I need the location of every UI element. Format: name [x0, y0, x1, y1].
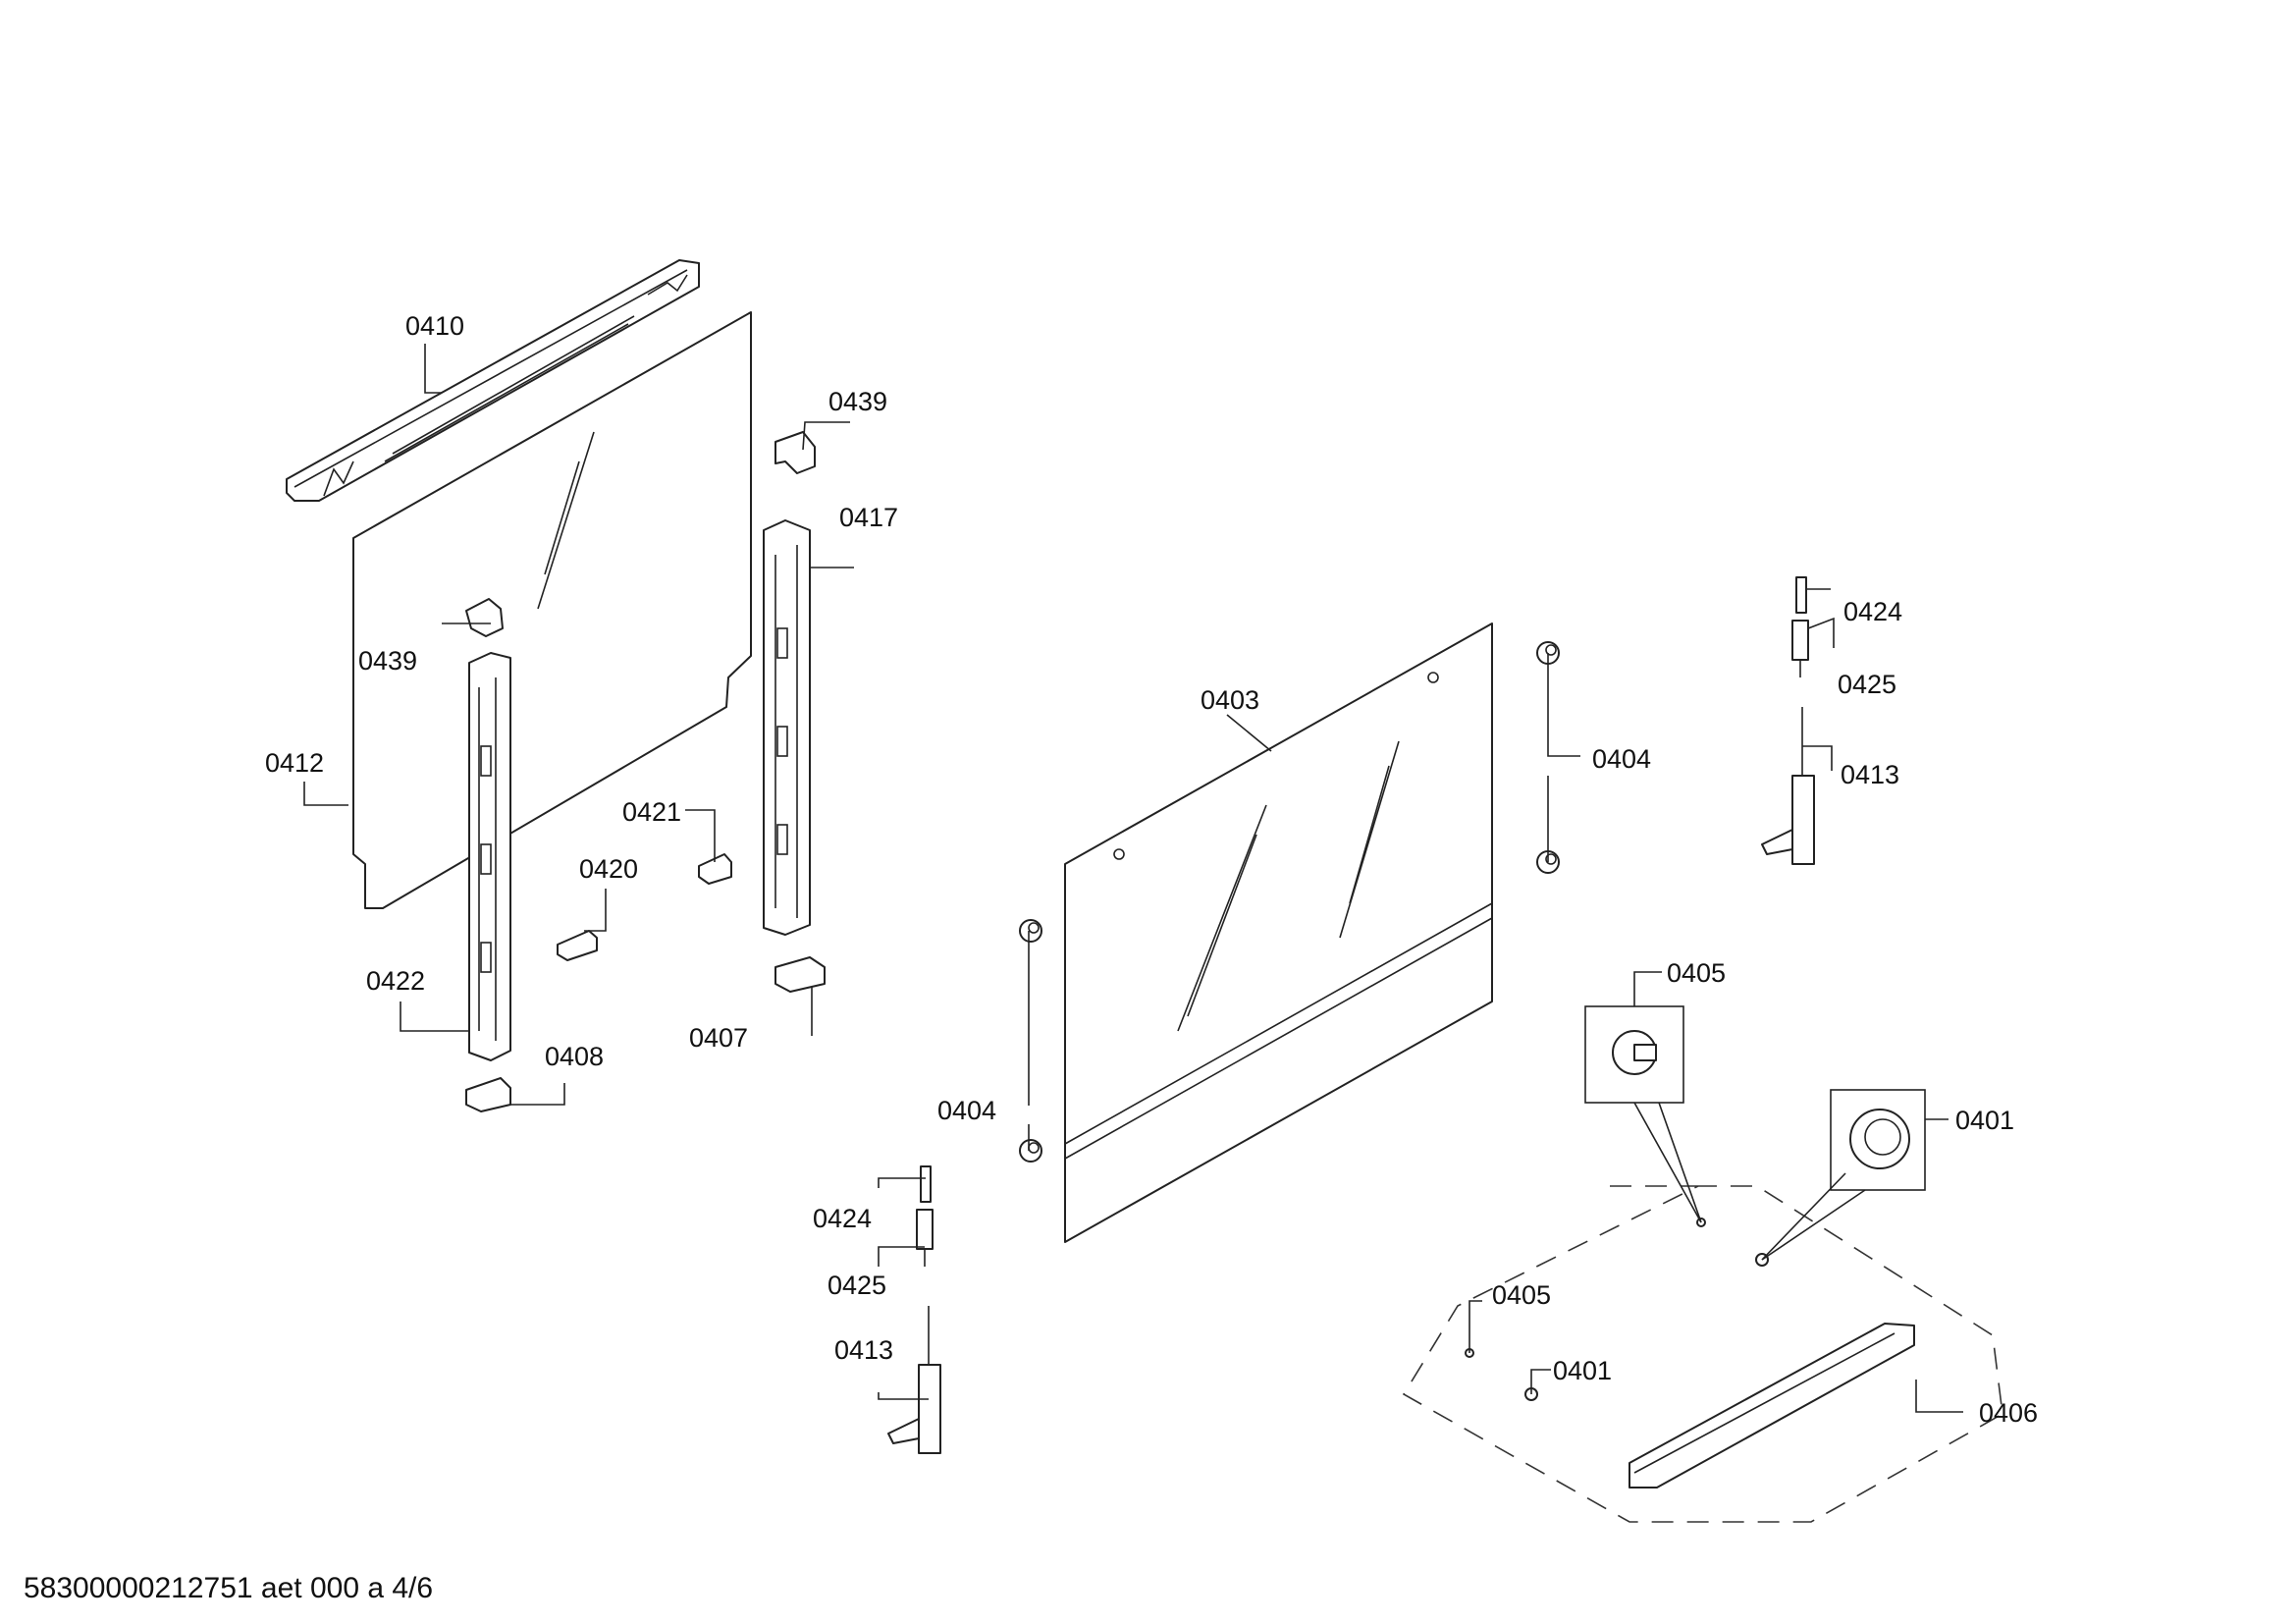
bumper-upper-left: [1019, 919, 1042, 943]
label-0401-lower: 0401: [1553, 1356, 1612, 1385]
label-0401-upper: 0401: [1955, 1106, 2014, 1135]
label-0413-right: 0413: [1841, 760, 1899, 789]
hinge-upper-right: [1761, 707, 1815, 865]
clip-lower: [465, 598, 504, 637]
bracket-0407: [774, 956, 826, 993]
bumper-lower-left: [1019, 1139, 1042, 1163]
label-0422: 0422: [366, 966, 425, 996]
label-0420: 0420: [579, 854, 638, 884]
label-0417: 0417: [839, 503, 898, 532]
label-0425-right: 0425: [1838, 670, 1896, 699]
label-0404-left: 0404: [937, 1096, 996, 1125]
sleeve-lower-left: [916, 1209, 934, 1267]
handle-outline-dashed: [1402, 1185, 2003, 1523]
label-0421: 0421: [622, 797, 681, 827]
pin-upper-right: [1795, 576, 1807, 614]
pin-lower-left: [920, 1165, 932, 1203]
label-0425-left: 0425: [828, 1271, 886, 1300]
label-0406: 0406: [1979, 1398, 2038, 1428]
label-0403: 0403: [1201, 685, 1259, 715]
bracket-0420: [557, 930, 598, 961]
detail-box-0405: [1584, 1005, 1702, 1223]
label-0407: 0407: [689, 1023, 748, 1053]
part-labels: 0410 0439 0417 0439 0412 0421 0420 0422 …: [265, 311, 2038, 1428]
label-0412: 0412: [265, 748, 324, 778]
drawing-reference-footer: 58300000212751 aet 000 a 4/6: [24, 1572, 433, 1604]
leader-lines: [303, 344, 1963, 1413]
detail-box-0401: [1761, 1089, 1926, 1261]
bracket-0421: [698, 853, 732, 885]
label-0413-left: 0413: [834, 1335, 893, 1365]
door-handle-bar: [1629, 1323, 1915, 1489]
right-side-rail: [763, 519, 811, 936]
clip-upper: [774, 431, 816, 474]
label-0408: 0408: [545, 1042, 604, 1071]
label-0424-left: 0424: [813, 1204, 872, 1233]
label-0439-upper: 0439: [828, 387, 887, 416]
label-0424-right: 0424: [1843, 597, 1902, 626]
label-0410: 0410: [405, 311, 464, 341]
top-trim-strip: [286, 259, 700, 502]
sleeve-upper-right: [1791, 620, 1809, 677]
label-0404-right: 0404: [1592, 744, 1651, 774]
inner-glass-pane: [352, 311, 752, 909]
left-side-rail: [468, 652, 511, 1061]
outer-door-glass: [1064, 623, 1493, 1243]
label-0405-lower: 0405: [1492, 1280, 1551, 1310]
label-0405-upper: 0405: [1667, 958, 1726, 988]
hinge-lower-left: [887, 1306, 941, 1454]
label-0439-lower: 0439: [358, 646, 417, 676]
bracket-0408: [465, 1077, 511, 1112]
